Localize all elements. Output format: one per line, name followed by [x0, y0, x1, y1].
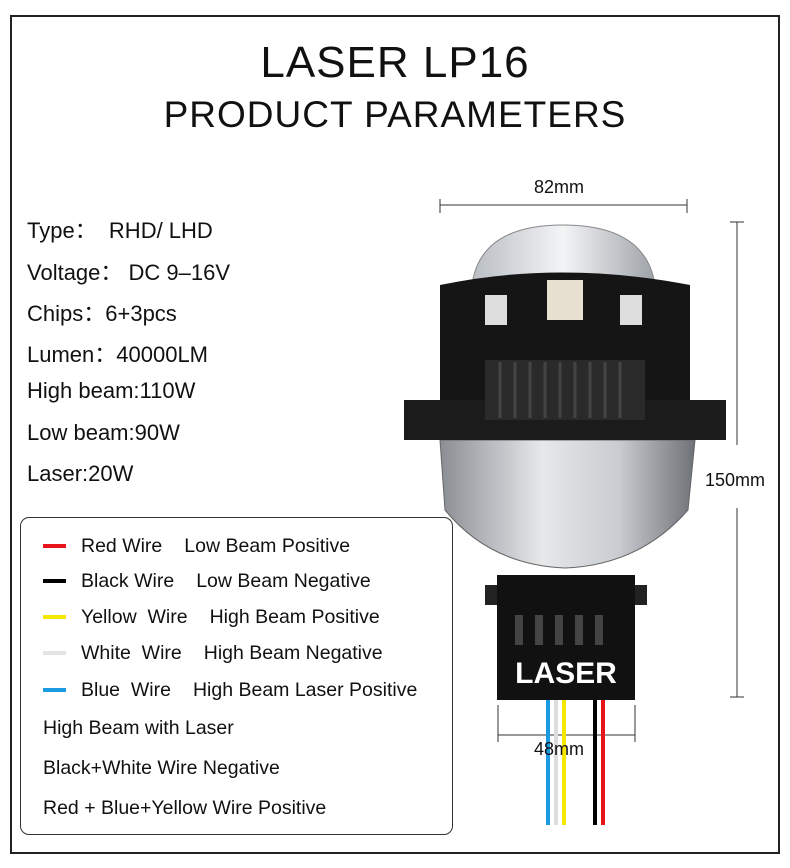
height-dimension: 150mm — [705, 470, 766, 490]
legend-row-black: Black Wire Low Beam Negative — [43, 568, 448, 594]
wire-function: Low Beam Negative — [196, 569, 371, 592]
product-title: LASER LP16 — [260, 38, 530, 87]
width-dimension: 82mm — [534, 177, 585, 197]
wiring-legend: Red Wire Low Beam Positive Black Wire Lo… — [20, 517, 453, 835]
legend-row-red: Red Wire Low Beam Positive — [43, 533, 448, 559]
product-subtitle: PRODUCT PARAMETERS — [163, 94, 627, 135]
spec-high-beam: High beam:110W — [27, 378, 196, 403]
black-wire-swatch — [43, 579, 66, 583]
spec-laser: Laser:20W — [27, 461, 134, 486]
yellow-wire-swatch — [43, 615, 66, 619]
legend-row-blue: Blue Wire High Beam Laser Positive — [43, 677, 448, 703]
legend-row-white: White Wire High Beam Negative — [43, 640, 448, 666]
white-wire-swatch — [43, 651, 66, 655]
note-positive: Red + Blue+Yellow Wire Positive — [43, 797, 327, 819]
wire-name: White Wire — [81, 641, 182, 664]
spec-low-beam: Low beam:90W — [27, 420, 180, 445]
note-negative: Black+White Wire Negative — [43, 757, 280, 779]
blue-wire-swatch — [43, 688, 66, 692]
spec-voltage: Voltage： DC 9–16V — [27, 260, 231, 285]
spec-lumen: Lumen：40000LM — [27, 342, 209, 367]
wire-name: Yellow Wire — [81, 605, 188, 628]
dimension-lines — [439, 199, 744, 742]
wire-name: Red Wire — [81, 534, 163, 557]
wire-function: High Beam Laser Positive — [192, 678, 418, 701]
red-wire-swatch — [43, 544, 66, 548]
image-frame — [10, 15, 780, 854]
wire-name: Blue Wire — [81, 678, 171, 701]
wire-function: High Beam Negative — [203, 641, 383, 664]
connector-dimension: 48mm — [534, 739, 585, 759]
product-label: LASER — [515, 657, 617, 690]
wire-name: Black Wire — [81, 569, 175, 592]
legend-row-yellow: Yellow Wire High Beam Positive — [43, 604, 448, 630]
spec-type: Type： RHD/ LHD — [27, 218, 213, 243]
note-high-beam-laser: High Beam with Laser — [43, 717, 234, 739]
wire-function: Low Beam Positive — [184, 534, 351, 557]
spec-chips: Chips：6+3pcs — [27, 301, 177, 326]
wire-function: High Beam Positive — [209, 605, 380, 628]
